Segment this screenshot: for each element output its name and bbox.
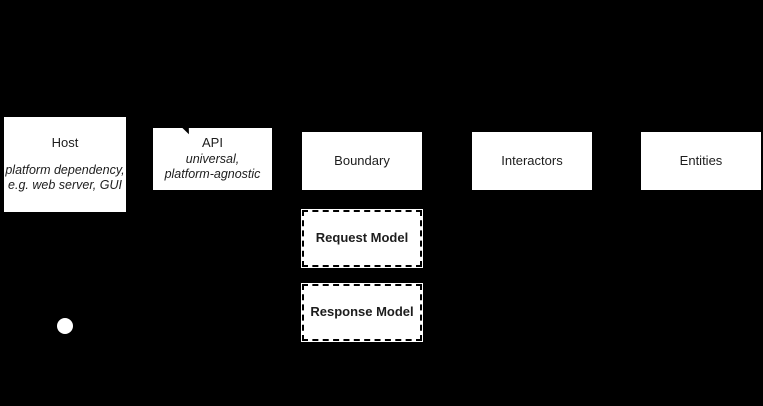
node-entities-title: Entities bbox=[679, 152, 723, 168]
node-interactors-title: Interactors bbox=[501, 152, 563, 168]
node-request-model[interactable]: Request Model bbox=[301, 209, 423, 268]
legend-dot-marker bbox=[57, 318, 73, 334]
node-request-model-title: Request Model bbox=[315, 230, 409, 246]
node-interactors[interactable]: Interactors bbox=[472, 132, 592, 190]
node-api[interactable]: API universal, platform-agnostic bbox=[153, 128, 272, 190]
node-boundary[interactable]: Boundary bbox=[302, 132, 422, 190]
node-api-subtitle-line2: platform-agnostic bbox=[164, 167, 261, 182]
node-host-subtitle-line2: e.g. web server, GUI bbox=[8, 178, 122, 193]
node-api-title: API bbox=[202, 135, 223, 151]
node-host-title: Host bbox=[51, 135, 79, 151]
node-api-subtitle-line1: universal, bbox=[185, 151, 240, 166]
node-response-model-title: Response Model bbox=[310, 304, 414, 320]
node-host[interactable]: Host platform dependency, e.g. web serve… bbox=[4, 117, 126, 212]
node-entities[interactable]: Entities bbox=[641, 132, 761, 190]
node-response-model[interactable]: Response Model bbox=[301, 283, 423, 342]
node-boundary-title: Boundary bbox=[334, 152, 390, 168]
node-host-subtitle-line1: platform dependency, bbox=[5, 162, 125, 177]
